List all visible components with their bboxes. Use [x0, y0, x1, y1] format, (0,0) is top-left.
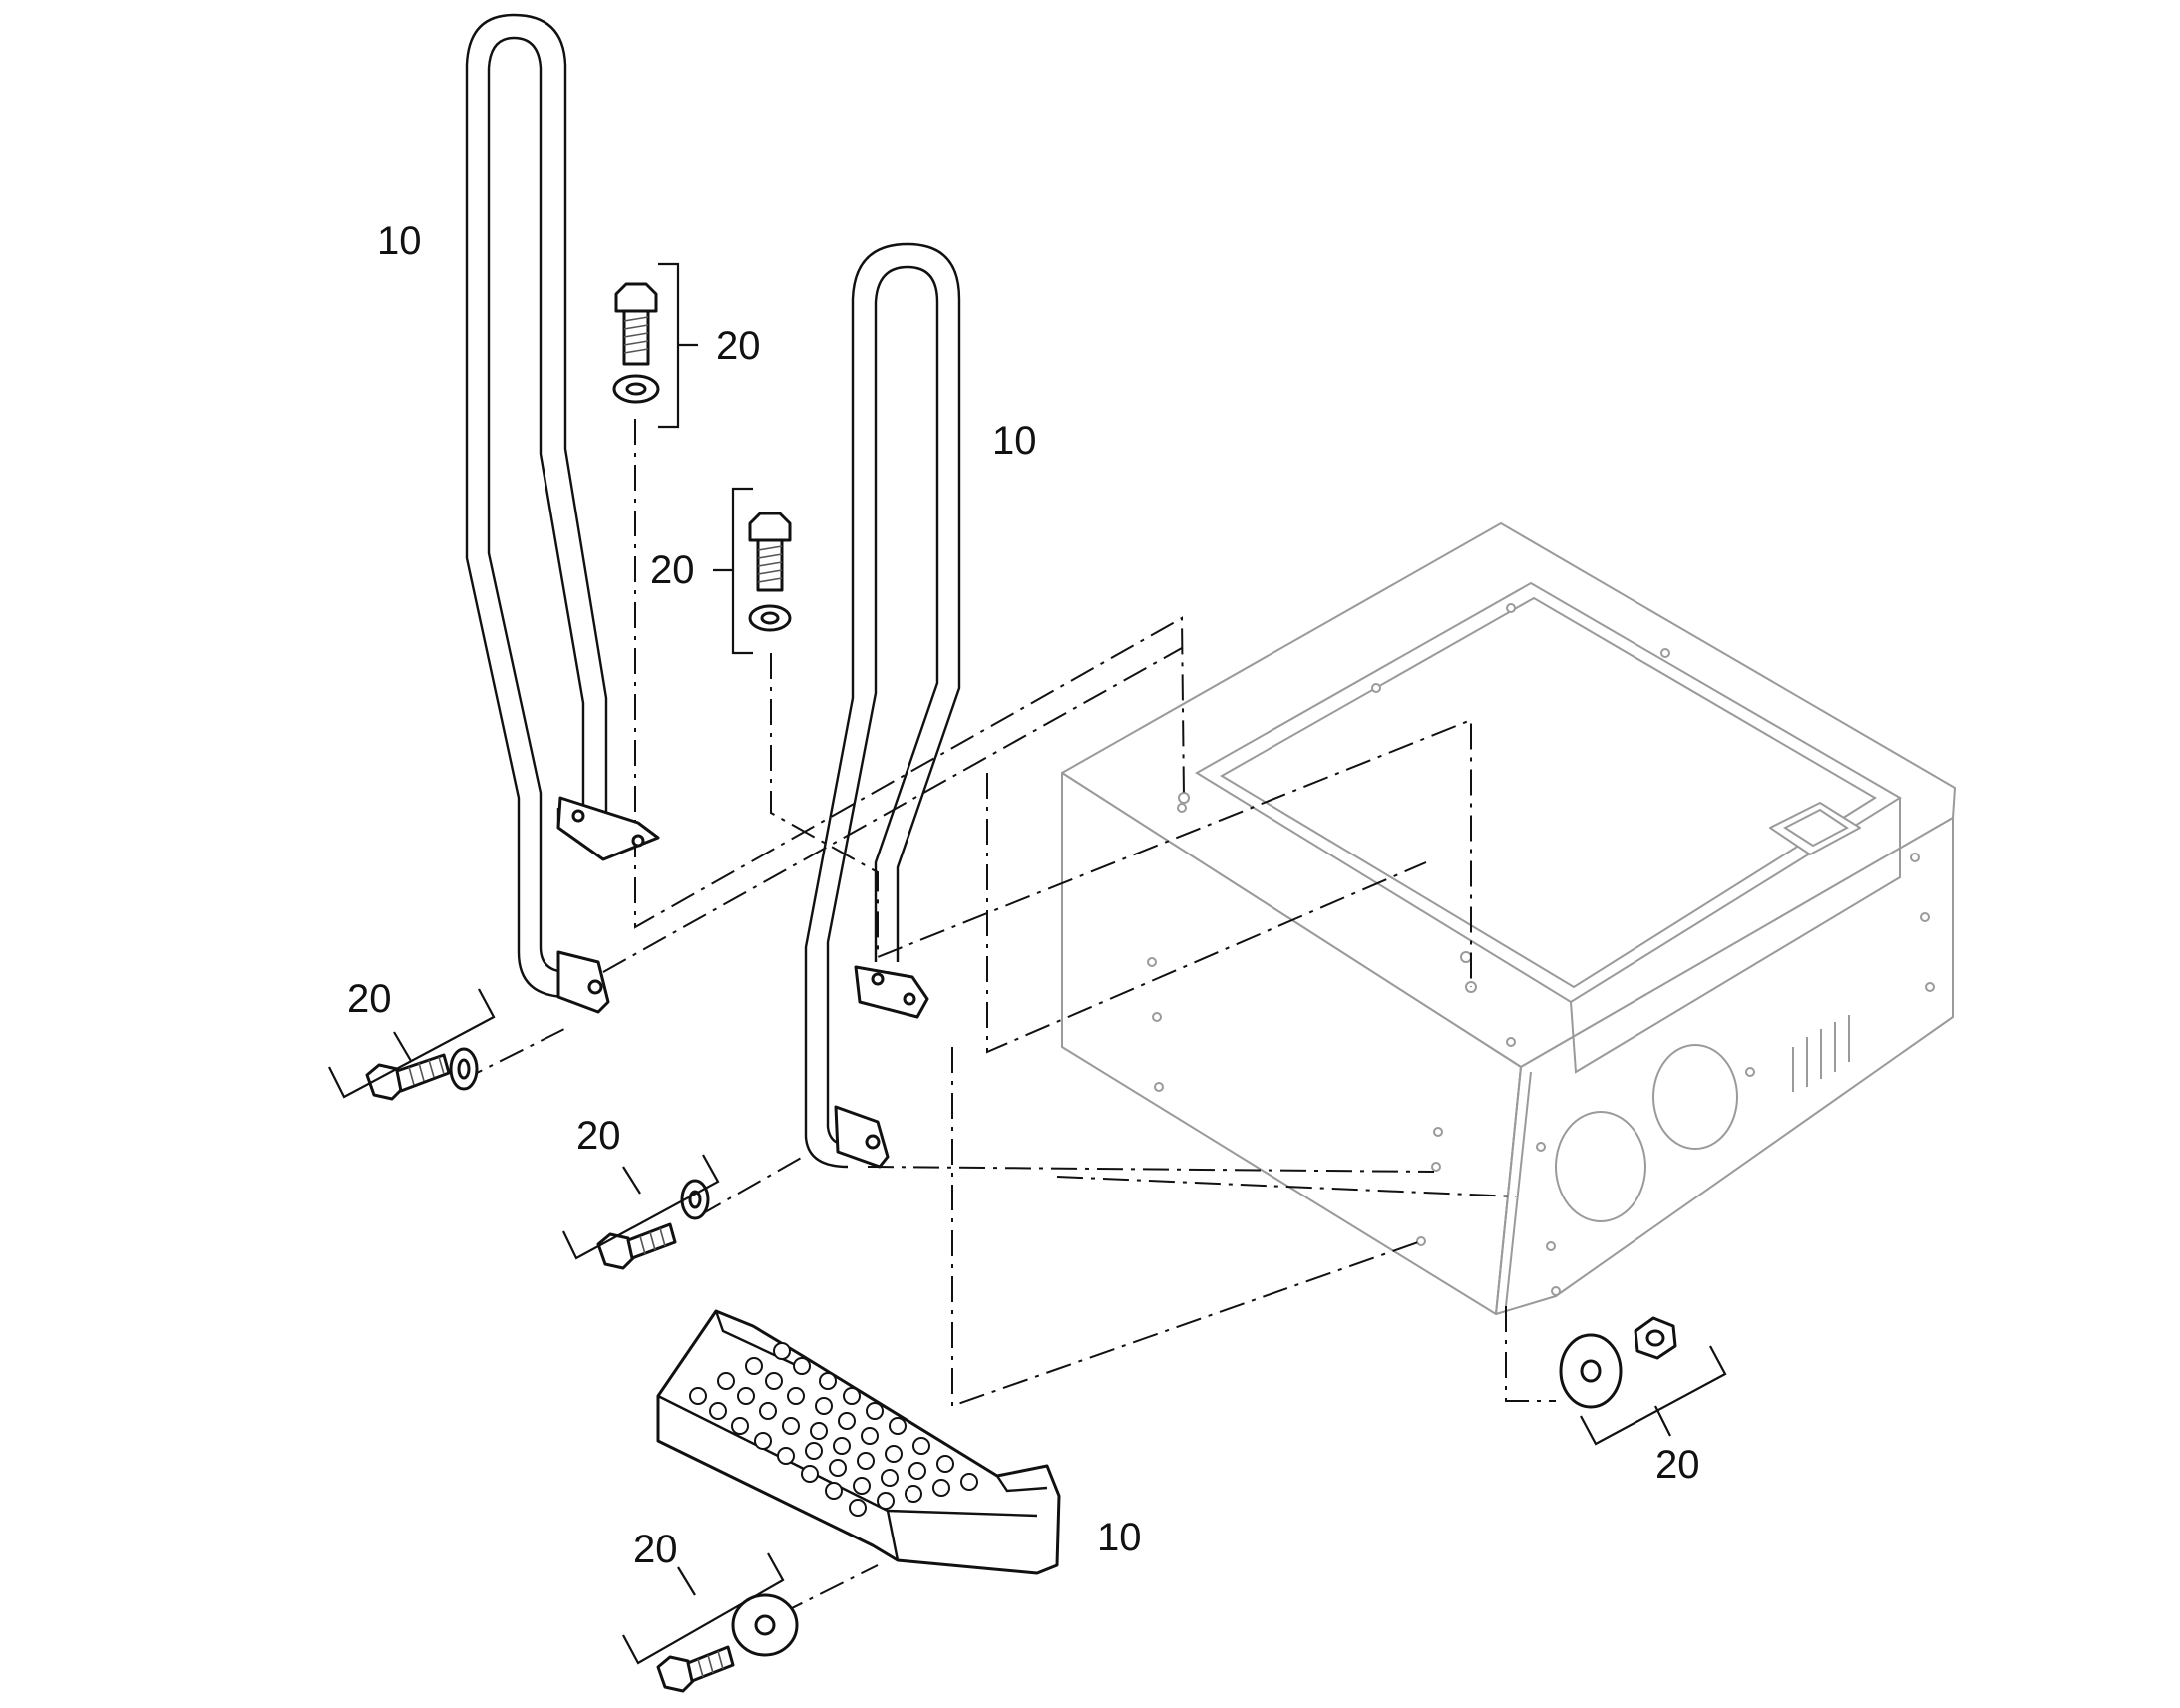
bolt-set-top-mid [713, 487, 792, 655]
step-plate [656, 1309, 1061, 1575]
callout-bolt-top-mid: 20 [650, 548, 695, 592]
step-perforations [689, 1342, 978, 1517]
bolt-set-top-left [612, 262, 698, 429]
callout-bolt-lower-mid: 20 [576, 1114, 621, 1158]
bolt-set-lower-mid [562, 1154, 720, 1270]
callout-handrail-right: 10 [992, 419, 1037, 463]
callout-nut-right: 20 [1655, 1443, 1700, 1487]
handrail-left [465, 13, 660, 1014]
handrail-right [804, 242, 961, 1169]
callout-bolt-lower-left: 20 [347, 977, 392, 1021]
bolt-set-lower-left [328, 988, 496, 1101]
callout-step: 10 [1097, 1516, 1142, 1559]
nut-set-right [1559, 1316, 1727, 1446]
callout-labels: 10 10 10 20 20 20 20 20 20 [347, 219, 1700, 1571]
callout-bolt-step: 20 [633, 1528, 678, 1571]
bolt-set-step [622, 1552, 799, 1693]
callout-handrail-left: 10 [377, 219, 422, 263]
callout-bolt-top-left: 20 [716, 324, 761, 368]
cab-housing [1061, 522, 1956, 1315]
